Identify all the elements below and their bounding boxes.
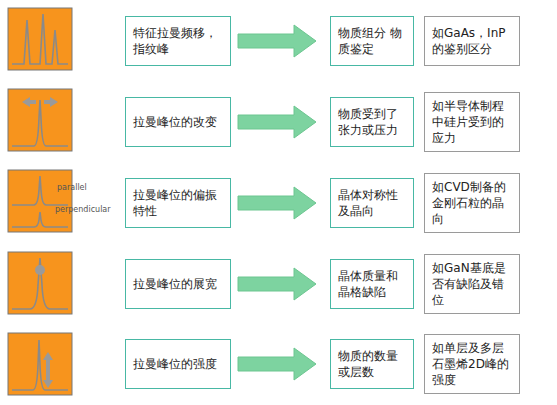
box-text: 如CVD制备的金刚石粒的晶向 (432, 179, 512, 227)
example-box: 如单层及多层石墨烯2D峰的强度 (424, 334, 520, 394)
polarization-label: perpendicular (55, 205, 111, 214)
box-text: 晶体对称性及晶向 (338, 187, 406, 219)
example-box: 如CVD制备的金刚石粒的晶向 (424, 173, 520, 233)
example-box: 如GaN基底是否有缺陷及错位 (424, 254, 520, 314)
box-text: 如GaN基底是否有缺陷及错位 (432, 260, 512, 308)
box-text: 特征拉曼频移，指纹峰 (133, 25, 223, 57)
meaning-box: 物质的数量或层数 (330, 339, 414, 389)
box-text: 如GaAs，InP的鉴别区分 (432, 25, 512, 57)
meaning-box: 物质受到了张力或压力 (330, 97, 414, 147)
box-text: 拉曼峰位的改变 (133, 114, 217, 130)
box-text: 晶体质量和晶格缺陷 (338, 268, 406, 300)
polarization-label: parallel (57, 183, 87, 192)
box-text: 物质组分 物质鉴定 (338, 25, 406, 57)
meaning-box: 晶体质量和晶格缺陷 (330, 259, 414, 309)
example-box: 如半导体制程中硅片受到的应力 (424, 92, 520, 152)
box-text: 物质的数量或层数 (338, 348, 406, 380)
example-box: 如GaAs，InP的鉴别区分 (424, 16, 520, 66)
block-arrow (238, 348, 316, 380)
feature-box: 拉曼峰位的偏振特性 (125, 178, 231, 228)
meaning-box: 晶体对称性及晶向 (330, 178, 414, 228)
feature-box: 特征拉曼频移，指纹峰 (125, 16, 231, 66)
box-text: 拉曼峰位的偏振特性 (133, 187, 223, 219)
block-arrow (238, 187, 316, 219)
box-text: 物质受到了张力或压力 (338, 106, 406, 138)
meaning-box: 物质组分 物质鉴定 (330, 16, 414, 66)
box-text: 如单层及多层石墨烯2D峰的强度 (432, 340, 512, 388)
feature-box: 拉曼峰位的展宽 (125, 259, 231, 309)
block-arrow (238, 106, 316, 138)
block-arrow (238, 268, 316, 300)
box-text: 拉曼峰位的强度 (133, 356, 217, 372)
block-arrow (238, 25, 316, 57)
feature-box: 拉曼峰位的改变 (125, 97, 231, 147)
feature-box: 拉曼峰位的强度 (125, 339, 231, 389)
box-text: 如半导体制程中硅片受到的应力 (432, 98, 512, 146)
box-text: 拉曼峰位的展宽 (133, 276, 217, 292)
